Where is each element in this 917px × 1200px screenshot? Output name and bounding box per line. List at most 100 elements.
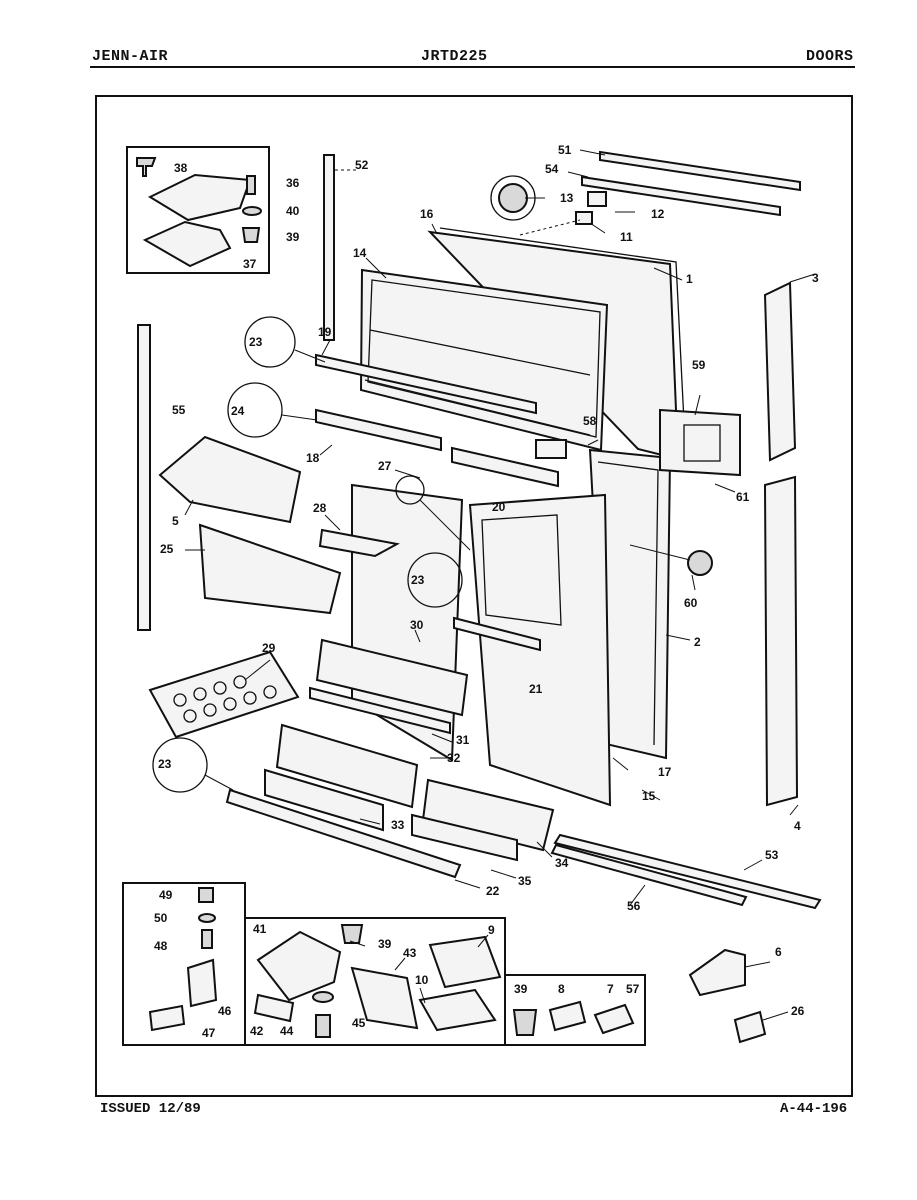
callout-23: 23	[249, 335, 263, 349]
hinge-plate-part-37	[142, 220, 232, 268]
callout-39: 39	[286, 230, 300, 244]
washer-part-50	[198, 913, 216, 923]
cover-parts-inset	[504, 974, 646, 1046]
cap-part-26	[733, 1010, 767, 1044]
callout-52: 52	[355, 158, 369, 172]
trim-strip-part-3	[763, 281, 797, 462]
callout-28: 28	[313, 501, 327, 515]
bin-front-part-35	[411, 813, 518, 862]
callout-19: 19	[318, 325, 332, 339]
callout-23: 23	[411, 573, 425, 587]
shelf-rail-part-20	[451, 446, 559, 488]
door-liner-part-14	[359, 268, 609, 452]
door-bin-part-32	[275, 723, 419, 809]
callout-23: 23	[158, 757, 172, 771]
tray-part-25	[198, 523, 342, 615]
hinge-plate-part-41	[256, 930, 342, 1002]
callout-39: 39	[514, 982, 528, 996]
callout-37: 37	[243, 257, 257, 271]
callout-21: 21	[529, 682, 543, 696]
cap-part-49	[198, 887, 214, 903]
callout-48: 48	[154, 939, 168, 953]
hinge-cover-part-10	[418, 988, 497, 1032]
detail-circle-23	[152, 737, 208, 793]
brand-label: JENN-AIR	[92, 48, 169, 65]
washer-part-40	[242, 206, 262, 216]
door-bin-part-34	[421, 778, 555, 852]
callout-5: 5	[172, 514, 179, 528]
callout-8: 8	[558, 982, 565, 996]
egg-tray-part-29	[148, 650, 300, 739]
callout-61: 61	[736, 490, 750, 504]
rail-part-22	[225, 788, 462, 879]
callout-32: 32	[447, 751, 461, 765]
callout-4: 4	[794, 819, 801, 833]
callout-40: 40	[286, 204, 300, 218]
callout-58: 58	[583, 414, 597, 428]
callout-36: 36	[286, 176, 300, 190]
dairy-cover-part-5	[158, 435, 302, 524]
callout-22: 22	[486, 884, 500, 898]
callout-2: 2	[694, 635, 701, 649]
pin-part-48	[201, 929, 213, 949]
bracket-part-58	[535, 439, 567, 459]
callout-24: 24	[231, 404, 245, 418]
callout-51: 51	[558, 143, 572, 157]
bracket-part-59	[659, 408, 741, 477]
detail-circle-23	[244, 316, 296, 368]
bin-front-part-33	[264, 768, 384, 832]
callout-15: 15	[642, 789, 656, 803]
callout-34: 34	[555, 856, 569, 870]
callout-39: 39	[378, 937, 392, 951]
callout-6: 6	[775, 945, 782, 959]
callout-55: 55	[172, 403, 186, 417]
shelf-rail-part-18	[315, 408, 442, 452]
bushing-part-39	[241, 227, 261, 243]
bin-rail-part-31	[309, 686, 451, 735]
strap-part-53	[553, 833, 822, 910]
diagram-frame	[95, 95, 853, 1097]
callout-20: 20	[492, 500, 506, 514]
callout-49: 49	[159, 888, 173, 902]
washer-part-44	[312, 991, 334, 1003]
pin-part-36	[246, 175, 256, 195]
callout-30: 30	[410, 618, 424, 632]
issue-date: ISSUED 12/89	[100, 1101, 201, 1117]
detail-circle-23	[407, 552, 463, 608]
cover-part-8	[548, 1000, 587, 1032]
callout-10: 10	[415, 973, 429, 987]
block-part-12	[587, 191, 607, 207]
callout-11: 11	[620, 230, 633, 244]
bushing-part-39	[512, 1009, 538, 1036]
screw-part-38	[136, 157, 157, 177]
cover-part-6	[688, 948, 746, 997]
bushing-part-39	[340, 924, 364, 944]
gasket-strip-part-55	[137, 324, 151, 631]
shim-part-42	[253, 993, 295, 1023]
callout-60: 60	[684, 596, 698, 610]
callout-3: 3	[812, 271, 819, 285]
callout-13: 13	[560, 191, 574, 205]
screw-part-45	[315, 1014, 331, 1038]
shelf-rail-part-21	[453, 616, 541, 652]
callout-59: 59	[692, 358, 706, 372]
hinge-part-47	[148, 1004, 186, 1032]
trim-strip-part-4	[763, 475, 799, 807]
callout-42: 42	[250, 1024, 264, 1038]
cam-part-60	[687, 550, 713, 576]
callout-45: 45	[352, 1016, 366, 1030]
callout-53: 53	[765, 848, 779, 862]
callout-27: 27	[378, 459, 392, 473]
callout-35: 35	[518, 874, 532, 888]
callout-1: 1	[686, 272, 693, 286]
hinge-part-43	[350, 966, 419, 1030]
strap-part-54	[581, 175, 781, 217]
callout-47: 47	[202, 1026, 216, 1040]
strap-part-56	[550, 843, 748, 907]
hinge-part-46	[186, 958, 218, 1008]
callout-29: 29	[262, 641, 276, 655]
clip-part-28	[318, 528, 400, 558]
callout-9: 9	[488, 923, 495, 937]
callout-7: 7	[607, 982, 614, 996]
